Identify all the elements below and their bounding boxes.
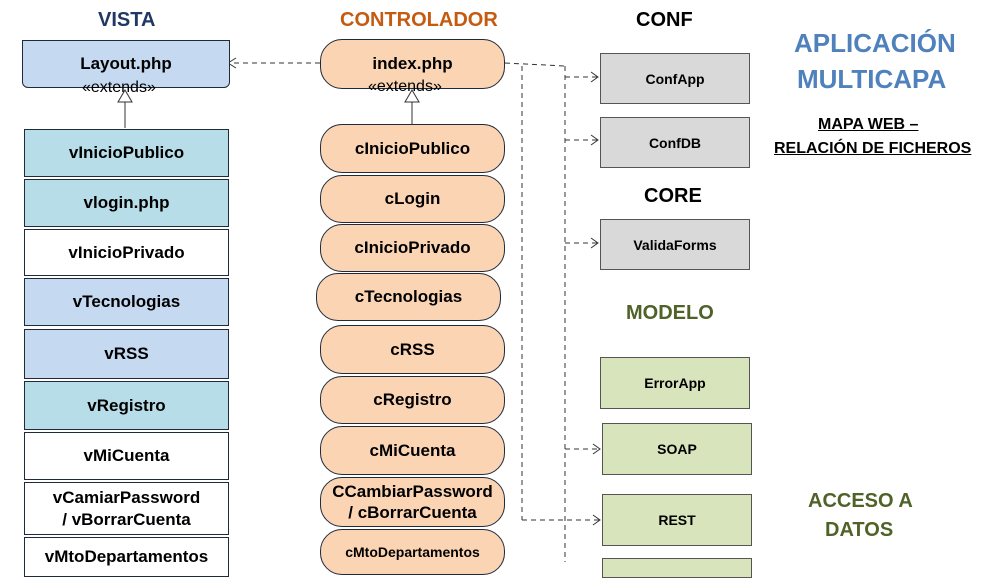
connector-lines bbox=[117, 57, 601, 562]
ctrl-item-label-line2: / cBorrarCuenta bbox=[348, 503, 477, 522]
ctrl-item-label: cMtoDepartamentos bbox=[345, 544, 480, 560]
modelo-header: MODELO bbox=[626, 302, 714, 324]
vista-item-vRSS: vRSS bbox=[24, 329, 229, 379]
conf-confdb-box: ConfDB bbox=[600, 117, 750, 168]
ctrl-item-label: cLogin bbox=[384, 189, 441, 209]
ctrl-item-cTecnologias: cTecnologias bbox=[316, 273, 501, 321]
layout-php-box: Layout.php bbox=[22, 40, 230, 88]
vista-item-vMiCuenta: vMiCuenta bbox=[24, 432, 229, 480]
subtitle-line2: RELACIÓN DE FICHEROS bbox=[774, 140, 972, 157]
core-header: CORE bbox=[644, 185, 702, 207]
ctrl-item-cMiCuenta: cMiCuenta bbox=[320, 426, 505, 475]
vista-extends-label: «extends» bbox=[82, 79, 156, 96]
ctrl-item-CCambiarPassword: CCambiarPassword / cBorrarCuenta bbox=[320, 477, 505, 527]
vista-item-vCamiarPassword: vCamiarPassword / vBorrarCuenta bbox=[24, 482, 229, 535]
ctrl-item-cRSS: cRSS bbox=[320, 325, 505, 374]
layout-php-label: Layout.php bbox=[80, 54, 172, 74]
ctrl-item-label: cTecnologias bbox=[354, 287, 463, 307]
controlador-extends-label: «extends» bbox=[368, 78, 442, 95]
index-php-label: index.php bbox=[372, 54, 453, 74]
vista-item-vInicioPublico: vInicioPublico bbox=[24, 129, 229, 177]
vista-item-label: vlogin.php bbox=[83, 193, 170, 213]
vista-item-label: vRegistro bbox=[87, 395, 166, 415]
conf-confapp-box: ConfApp bbox=[600, 53, 750, 104]
modelo-rest-label: REST bbox=[658, 512, 696, 528]
ctrl-item-label: cRegistro bbox=[373, 390, 452, 410]
ctrl-item-label-line1: CCambiarPassword bbox=[332, 481, 493, 501]
ctrl-item-cMtoDepartamentos: cMtoDepartamentos bbox=[320, 529, 505, 575]
vista-item-vlogin: vlogin.php bbox=[24, 179, 229, 227]
ctrl-item-cInicioPrivado: cInicioPrivado bbox=[320, 224, 505, 272]
vista-item-label: vInicioPrivado bbox=[68, 242, 185, 262]
modelo-errorapp-box: ErrorApp bbox=[600, 357, 750, 409]
index-php-box: index.php bbox=[320, 39, 505, 89]
vista-item-label: vInicioPublico bbox=[68, 143, 185, 163]
subtitle-line1: MAPA WEB – bbox=[818, 116, 919, 133]
vista-item-label-line2: / vBorrarCuenta bbox=[62, 509, 191, 529]
modelo-rest-box: REST bbox=[602, 494, 752, 546]
modelo-errorapp-label: ErrorApp bbox=[644, 375, 706, 391]
ctrl-item-label: cMiCuenta bbox=[369, 440, 456, 460]
modelo-partial-box bbox=[602, 558, 752, 578]
ctrl-item-cInicioPublico: cInicioPublico bbox=[320, 124, 505, 173]
app-title-line1: APLICACIÓN bbox=[794, 28, 956, 58]
vista-item-label: vMtoDepartamentos bbox=[44, 547, 209, 566]
vista-item-vMtoDepartamentos: vMtoDepartamentos bbox=[24, 537, 229, 577]
app-title-line2: MULTICAPA bbox=[797, 64, 947, 94]
ctrl-item-label: cInicioPrivado bbox=[354, 238, 471, 258]
ctrl-item-cLogin: cLogin bbox=[320, 175, 505, 223]
modelo-soap-label: SOAP bbox=[657, 441, 697, 457]
vista-item-label: vRSS bbox=[104, 344, 149, 364]
core-validaforms-label: ValidaForms bbox=[633, 236, 717, 253]
ctrl-item-label: cInicioPublico bbox=[354, 138, 471, 158]
conf-header: CONF bbox=[636, 9, 693, 31]
vista-item-vInicioPrivado: vInicioPrivado bbox=[24, 229, 229, 276]
vista-item-label-line1: vCamiarPassword bbox=[52, 488, 201, 508]
conf-confapp-label: ConfApp bbox=[645, 70, 705, 87]
acceso-header-line2: DATOS bbox=[825, 519, 894, 541]
conf-confdb-label: ConfDB bbox=[648, 134, 702, 151]
ctrl-item-label: cRSS bbox=[390, 339, 435, 359]
vista-item-vTecnologias: vTecnologias bbox=[24, 278, 229, 326]
controlador-header: CONTROLADOR bbox=[340, 9, 498, 31]
core-validaforms-box: ValidaForms bbox=[600, 219, 750, 270]
vista-item-vRegistro: vRegistro bbox=[24, 381, 229, 430]
vista-header: VISTA bbox=[98, 9, 156, 31]
ctrl-item-cRegistro: cRegistro bbox=[320, 376, 505, 424]
vista-item-label: vTecnologias bbox=[72, 292, 181, 312]
acceso-header-line1: ACCESO A bbox=[808, 490, 913, 512]
modelo-soap-box: SOAP bbox=[602, 423, 752, 475]
vista-item-label: vMiCuenta bbox=[83, 446, 170, 466]
